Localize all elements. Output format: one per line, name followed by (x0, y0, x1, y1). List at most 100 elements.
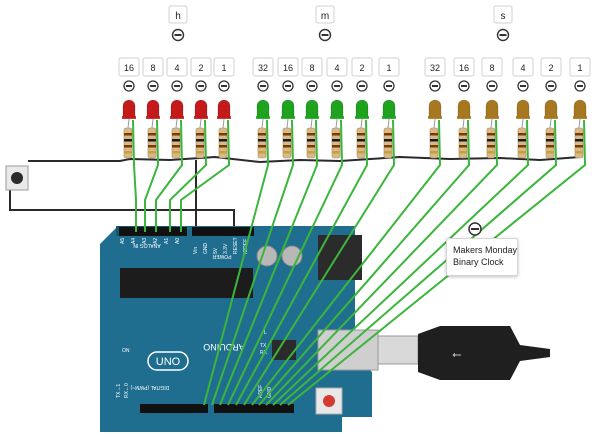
led-m-4[interactable]: 4 (326, 57, 348, 159)
pin-label-gnd: GND (203, 243, 209, 255)
pin-label-a3: A3 (142, 238, 148, 244)
led-h-4[interactable]: 4 (166, 57, 188, 159)
led-h-1[interactable]: 1 (213, 57, 235, 159)
group-label-text: s (501, 11, 506, 22)
ground-rail-wire[interactable] (28, 155, 581, 164)
digital-label: DIGITAL (PWM~) (130, 384, 169, 390)
led-s-32[interactable]: 32 (424, 57, 446, 159)
led-h-16[interactable]: 16 (118, 57, 140, 159)
led-s-16[interactable]: 16 (453, 57, 475, 159)
led-h-8[interactable]: 8 (142, 57, 164, 159)
group-label-text: h (175, 11, 181, 22)
green-wire[interactable] (235, 119, 369, 406)
green-wire[interactable] (219, 119, 319, 406)
minus-pin-icon[interactable] (306, 80, 318, 92)
green-wire[interactable] (132, 119, 137, 232)
digital-header-low[interactable] (140, 404, 208, 413)
green-wire[interactable] (180, 119, 231, 232)
minus-pin-icon[interactable] (147, 80, 159, 92)
minus-pin-icon[interactable] (545, 80, 557, 92)
group-label-h[interactable]: h (168, 5, 188, 24)
led-m-2[interactable]: 2 (351, 57, 373, 159)
digital-header-high[interactable] (214, 404, 294, 413)
group-label-m[interactable]: m (315, 5, 335, 24)
group-label-s[interactable]: s (493, 5, 513, 24)
green-wire[interactable] (287, 119, 587, 406)
led-s-8[interactable]: 8 (481, 57, 503, 159)
on-led-label: ON (122, 348, 130, 354)
pin-label-vin: Vin (193, 247, 199, 254)
led-value-label: 8 (150, 63, 155, 73)
led-m-32[interactable]: 32 (252, 57, 274, 159)
pin-label-v33: 3.3V (223, 243, 229, 254)
minus-pin-icon[interactable] (257, 80, 269, 92)
green-wire[interactable] (144, 119, 160, 232)
led-value-label: 32 (430, 63, 440, 73)
analog-in-label: ANALOG IN (133, 242, 161, 248)
minus-pin-icon[interactable] (356, 80, 368, 92)
minus-pin-icon[interactable] (282, 80, 294, 92)
power-header[interactable] (192, 227, 254, 236)
led-value-label: 8 (309, 63, 314, 73)
green-wire[interactable] (227, 119, 344, 406)
led-s-2[interactable]: 2 (540, 57, 562, 159)
pin-label-a1: A1 (164, 238, 170, 244)
button-ground-wire[interactable] (9, 180, 235, 240)
minus-pin-icon[interactable] (517, 80, 529, 92)
minus-pin-icon[interactable] (123, 80, 135, 92)
pin-label-aref: AREF (258, 385, 264, 398)
minus-pin-icon[interactable] (383, 80, 395, 92)
minus-pin-icon[interactable] (496, 28, 510, 42)
note-line-1: Makers Monday (453, 245, 518, 255)
minus-pin-icon[interactable] (574, 80, 586, 92)
minus-pin-icon[interactable] (195, 80, 207, 92)
minus-pin-icon[interactable] (486, 80, 498, 92)
minus-pin-icon[interactable] (429, 80, 441, 92)
l-led-label: L (264, 330, 267, 336)
green-wire[interactable] (169, 119, 208, 232)
led-s-4[interactable]: 4 (512, 57, 534, 159)
minus-pin-icon[interactable] (218, 80, 230, 92)
microcontroller-chip (120, 268, 253, 298)
minus-pin-icon[interactable] (458, 80, 470, 92)
push-button[interactable] (5, 165, 29, 191)
analog-header[interactable] (119, 227, 187, 236)
green-wire[interactable] (243, 119, 396, 406)
led-value-label: 4 (174, 63, 179, 73)
led-value-label: 32 (258, 63, 268, 73)
led-value-label: 16 (124, 63, 134, 73)
led-h-2[interactable]: 2 (190, 57, 212, 159)
led-s-1[interactable]: 1 (569, 57, 591, 159)
green-wire[interactable] (265, 119, 499, 406)
led-value-label: 2 (359, 63, 364, 73)
led-m-8[interactable]: 8 (301, 57, 323, 159)
green-wire[interactable] (203, 119, 270, 406)
uno-label: UNO (156, 356, 181, 368)
led-m-16[interactable]: 16 (277, 57, 299, 159)
reset-button[interactable] (323, 395, 335, 407)
led-value-label: 1 (221, 63, 226, 73)
led-value-label: 2 (548, 63, 553, 73)
group-label-text: m (321, 11, 329, 22)
green-wire[interactable] (272, 119, 530, 406)
minus-pin-icon[interactable] (171, 28, 185, 42)
green-wire[interactable] (155, 119, 184, 232)
minus-pin-icon[interactable] (318, 28, 332, 42)
led-value-label: 8 (489, 63, 494, 73)
green-wire[interactable] (279, 119, 558, 406)
pin-label-a4: A4 (131, 238, 137, 244)
green-wire[interactable] (211, 119, 295, 406)
minus-pin-icon[interactable] (331, 80, 343, 92)
note-pin-icon[interactable] (468, 222, 482, 236)
arduino-brand: ARDUINO (203, 342, 245, 352)
note-line-2: Binary Clock (453, 257, 504, 267)
led-value-label: 16 (283, 63, 293, 73)
led-m-1[interactable]: 1 (378, 57, 400, 159)
green-wire[interactable] (258, 119, 471, 406)
power-label: POWER (212, 253, 231, 259)
minus-pin-icon[interactable] (171, 80, 183, 92)
green-wire[interactable] (251, 119, 442, 406)
note-card[interactable]: Makers Monday Binary Clock (446, 238, 518, 276)
